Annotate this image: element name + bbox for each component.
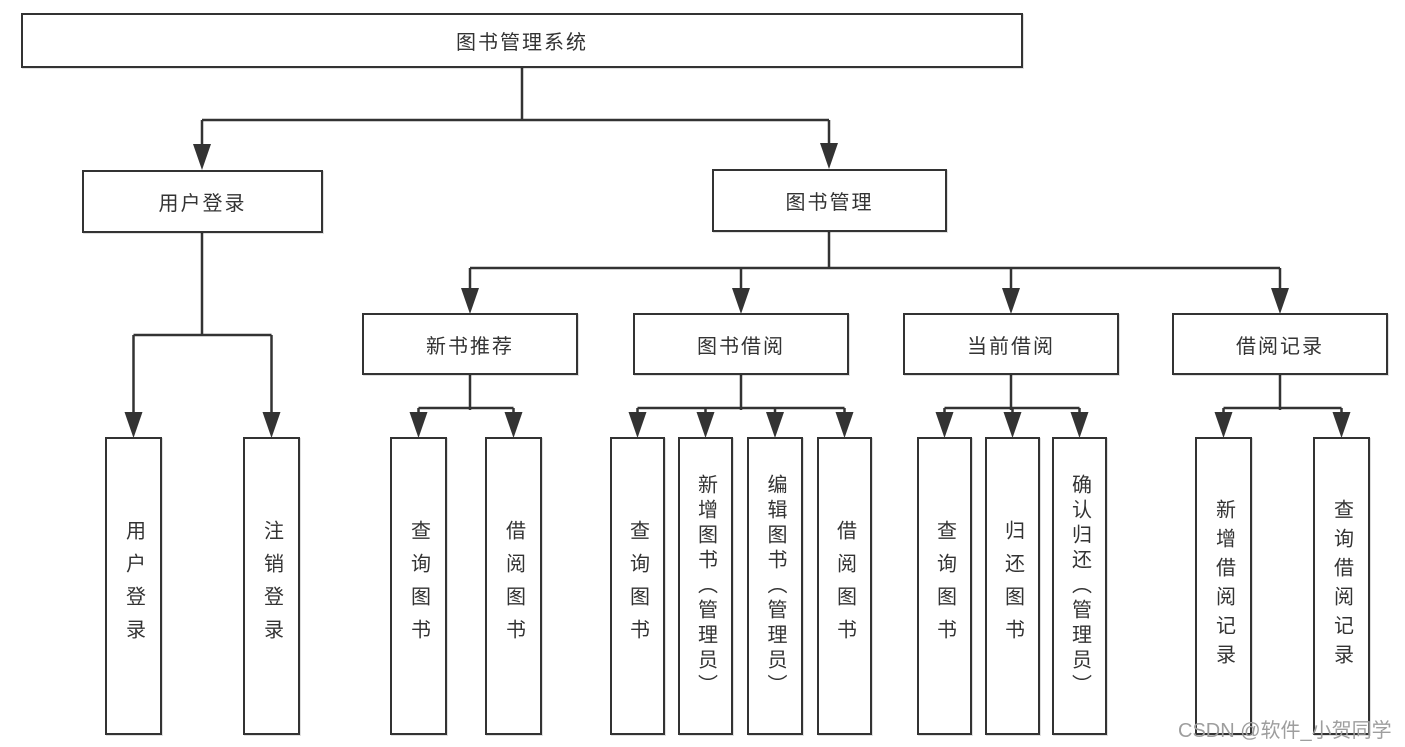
- leaf-edit-books-admin-label: 编辑图书（管理员）: [764, 473, 786, 699]
- node-current-borrow-label: 当前借阅: [967, 335, 1055, 358]
- leaf-logout: 注销登录: [243, 437, 300, 735]
- csdn-watermark: CSDN @软件_小贺同学: [1178, 720, 1392, 742]
- node-user-login: 用户登录: [82, 170, 323, 233]
- arrowhead-icons: [124, 143, 1351, 438]
- leaf-confirm-return-admin-label: 确认归还（管理员）: [1068, 473, 1091, 699]
- node-book-management: 图书管理: [712, 169, 947, 232]
- leaf-recommend-borrow-books-label: 借阅图书: [502, 520, 525, 652]
- leaf-current-query-books: 查询图书: [917, 437, 972, 735]
- leaf-user-login: 用户登录: [105, 437, 162, 735]
- node-book-borrow: 图书借阅: [633, 313, 849, 375]
- leaf-borrow-query-books: 查询图书: [610, 437, 665, 735]
- leaf-current-query-books-label: 查询图书: [933, 520, 956, 652]
- leaf-borrow-query-books-label: 查询图书: [626, 520, 649, 652]
- leaf-borrow-books: 借阅图书: [817, 437, 872, 735]
- leaf-return-books: 归还图书: [985, 437, 1040, 735]
- leaf-logout-label: 注销登录: [260, 520, 283, 652]
- node-book-management-label: 图书管理: [785, 192, 874, 214]
- leaf-recommend-borrow-books: 借阅图书: [485, 437, 542, 735]
- node-root: 图书管理系统: [21, 13, 1023, 68]
- node-new-book-recommend-label: 新书推荐: [426, 335, 514, 358]
- node-borrow-records-label: 借阅记录: [1236, 335, 1324, 358]
- leaf-recommend-query-books: 查询图书: [390, 437, 447, 735]
- node-current-borrow: 当前借阅: [903, 313, 1119, 375]
- leaf-add-borrow-record-label: 新增借阅记录: [1212, 499, 1235, 673]
- leaf-user-login-label: 用户登录: [122, 520, 145, 652]
- leaf-recommend-query-books-label: 查询图书: [407, 520, 430, 652]
- leaf-return-books-label: 归还图书: [1001, 520, 1024, 652]
- node-user-login-label: 用户登录: [158, 193, 247, 215]
- node-book-borrow-label: 图书借阅: [697, 335, 785, 358]
- leaf-add-borrow-record: 新增借阅记录: [1195, 437, 1252, 735]
- leaf-add-books-admin-label: 新增图书（管理员）: [694, 473, 717, 699]
- leaf-query-borrow-record: 查询借阅记录: [1313, 437, 1370, 735]
- leaf-borrow-books-label: 借阅图书: [833, 520, 856, 652]
- leaf-edit-books-admin: 编辑图书（管理员）: [747, 437, 803, 735]
- leaf-confirm-return-admin: 确认归还（管理员）: [1052, 437, 1107, 735]
- node-borrow-records: 借阅记录: [1172, 313, 1388, 375]
- node-new-book-recommend: 新书推荐: [362, 313, 578, 375]
- leaf-query-borrow-record-label: 查询借阅记录: [1330, 499, 1353, 673]
- node-root-label: 图书管理系统: [456, 32, 588, 54]
- leaf-add-books-admin: 新增图书（管理员）: [678, 437, 733, 735]
